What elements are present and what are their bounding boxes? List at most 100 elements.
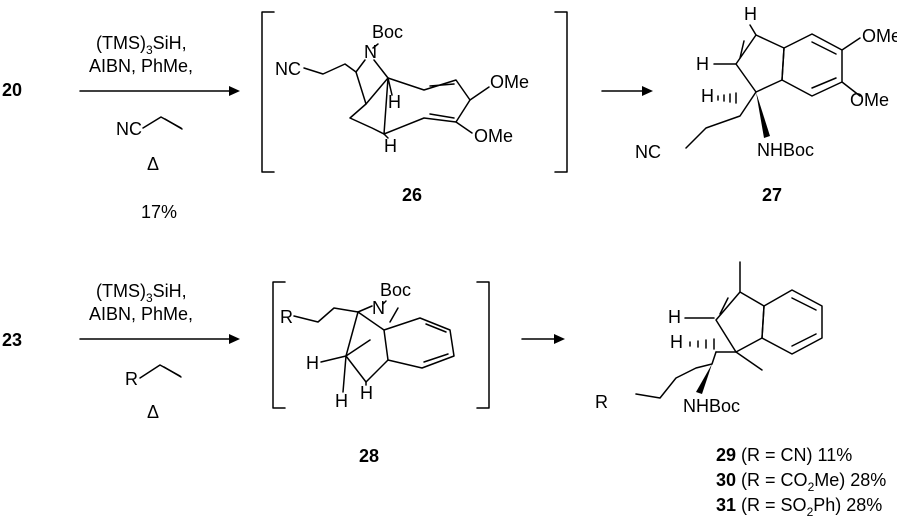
- ome-bottom-label-27: OMe: [850, 90, 889, 110]
- result-line-31: 31 (R = SO2Ph) 28%: [716, 495, 882, 519]
- nc-label-27: NC: [635, 142, 661, 162]
- bridgehead-h-bond-26: [387, 77, 393, 96]
- acrylonitrile-double-bond: [164, 118, 183, 130]
- n-c-bond-28: [357, 305, 373, 313]
- yield-17: 17%: [141, 202, 177, 222]
- row-1-reagents: (TMS)3SiH, AIBN, PhMe, NC Δ 17%: [79, 33, 240, 222]
- ch2-h2-bond-28: [342, 355, 347, 393]
- heat-symbol-2: Δ: [147, 402, 159, 422]
- ome-bottom-bond-26: [455, 121, 473, 134]
- product-29-31: H H R NHBoc 29 (R = CN) 11% 30 (R = CO2M…: [595, 261, 886, 519]
- h-left-label-28: H: [306, 353, 319, 373]
- n-boc-bond-26: [372, 43, 379, 49]
- n-label-28: N: [372, 298, 385, 318]
- bicycle-bond-26: [365, 77, 389, 105]
- h-stereo-label-27: H: [701, 86, 714, 106]
- compound-23-label: 23: [2, 330, 22, 350]
- bracket-left-28: [272, 281, 286, 409]
- compound-27-label: 27: [762, 185, 782, 205]
- h-top-label-26: H: [388, 92, 401, 112]
- reagent-tms3sih: (TMS)3SiH,: [96, 33, 187, 57]
- h-top-label-27: H: [744, 4, 757, 24]
- row-2-reagents: (TMS)3SiH, AIBN, PhMe, R Δ: [79, 281, 240, 422]
- nhboc-label-29: NHBoc: [683, 396, 740, 416]
- indene-benzene-29: [761, 289, 823, 355]
- product-27: H H OMe OMe H NC NHBoc 27: [635, 4, 897, 205]
- r-label-29: R: [595, 392, 608, 412]
- arrowhead-4: [554, 334, 565, 344]
- boc-label-28: Boc: [380, 280, 411, 300]
- bracket-left-26: [261, 11, 275, 173]
- n-boc-bond-28: [382, 300, 387, 305]
- heat-symbol-1: Δ: [147, 154, 159, 174]
- bicycle-left-28: [345, 311, 367, 383]
- n-c-bond-right-26: [373, 59, 389, 79]
- arene-double-1-29: [791, 297, 817, 311]
- result-line-30: 30 (R = CO2Me) 28%: [716, 470, 886, 494]
- wedge-bond-29: [696, 364, 712, 394]
- ome-bottom-bond-27: [841, 81, 861, 97]
- benzene-ring-28: [383, 317, 455, 369]
- methyl-bond-28: [389, 307, 399, 323]
- bicycle-top-28: [357, 311, 385, 331]
- arene-double-2-29: [791, 333, 817, 347]
- cyclopentene-ring-27: [735, 34, 785, 93]
- h-bottom2-label-28: H: [360, 383, 373, 403]
- acrylonitrile-nc-label: NC: [116, 119, 142, 139]
- arrowhead-3: [229, 334, 240, 344]
- cyanoethyl-chain-26: [303, 63, 357, 75]
- h-bottom1-label-28: H: [335, 391, 348, 411]
- compound-28-label: 28: [359, 446, 379, 466]
- bicycle-bridge-28: [345, 339, 371, 357]
- arene-double-1-26: [429, 83, 455, 87]
- arene-double-1-28: [425, 323, 447, 333]
- ome-top-bond-27: [841, 37, 861, 51]
- vinyl-h-top-bond-27: [749, 24, 757, 36]
- alkyl-chain-29: [635, 351, 717, 399]
- reagent-aibn-phme: AIBN, PhMe,: [89, 56, 193, 76]
- alkene-r-label: R: [125, 369, 138, 389]
- nhboc-label-27: NHBoc: [757, 140, 814, 160]
- alkyl-chain-28: [293, 307, 359, 323]
- intermediate-28: R Boc N H H H 28: [272, 280, 490, 466]
- ome-top-label-26: OMe: [490, 72, 529, 92]
- compound-26-label: 26: [402, 185, 422, 205]
- bracket-right-28: [476, 281, 490, 409]
- arene-double-2-26: [429, 113, 455, 119]
- h-left-label-27: H: [696, 54, 709, 74]
- nc-label-26: NC: [275, 59, 301, 79]
- bicycle-bridge-26: [349, 71, 385, 135]
- ome-top-label-27: OMe: [862, 26, 897, 46]
- result-line-29: 29 (R = CN) 11%: [716, 445, 852, 465]
- cyclopentene-ring-29: [715, 291, 765, 353]
- arene-double-2-27: [811, 77, 837, 89]
- bracket-right-26: [554, 11, 568, 173]
- row-1: 20 (TMS)3SiH, AIBN, PhMe, NC Δ 17% NC Bo…: [2, 4, 897, 222]
- h-bottom-label-26: H: [384, 136, 397, 156]
- benzene-ring-26: [383, 77, 471, 135]
- ch2-h-bond-28: [320, 355, 347, 363]
- reagent-aibn-phme-2: AIBN, PhMe,: [89, 304, 193, 324]
- boc-label-26: Boc: [372, 22, 403, 42]
- hashed-bond-29: [689, 338, 715, 350]
- arene-double-2-28: [423, 353, 449, 363]
- n-c-bond-left-26: [355, 59, 366, 73]
- bridgehead-h2-bond-26: [383, 133, 389, 139]
- r-label-28: R: [280, 307, 293, 327]
- hashed-bond-27: [717, 92, 737, 104]
- h-stereo-label-29: H: [670, 332, 683, 352]
- acrylonitrile-chain: [142, 116, 182, 129]
- indene-double-bond-27: [739, 40, 745, 59]
- n-label-26: N: [364, 42, 377, 62]
- alkene-chain: [139, 364, 181, 379]
- arrowhead-2: [642, 86, 653, 96]
- ome-top-bond-26: [469, 86, 490, 101]
- ome-bottom-label-26: OMe: [474, 126, 513, 146]
- intermediate-26: NC Boc N H H OMe OMe 26: [261, 11, 568, 205]
- indene-benzene-27: [781, 33, 843, 97]
- arrowhead-1: [229, 86, 240, 96]
- wedge-bond-27: [756, 92, 770, 138]
- cyanoethyl-chain-27: [685, 91, 757, 149]
- compound-20-label: 20: [2, 80, 22, 100]
